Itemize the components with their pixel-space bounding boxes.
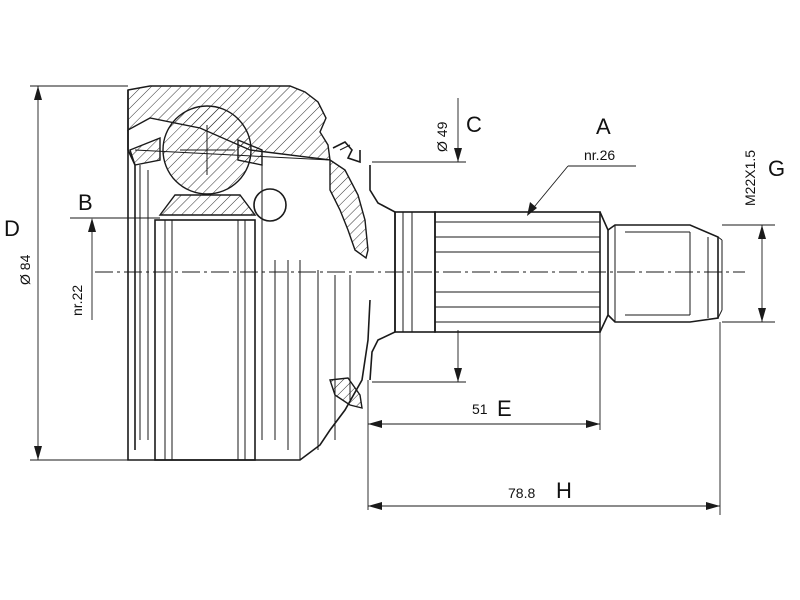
dimension-a: A nr.26 bbox=[527, 114, 636, 216]
shaft-neck bbox=[369, 165, 396, 381]
dimension-e: 51 E bbox=[367, 332, 601, 510]
label-dia-84: Ø 84 bbox=[17, 254, 33, 285]
threaded-end bbox=[607, 224, 723, 323]
label-h: H bbox=[556, 478, 572, 503]
label-dia-49: Ø 49 bbox=[434, 121, 450, 152]
label-nr-26: nr.26 bbox=[584, 147, 615, 163]
dimension-d: D Ø 84 bbox=[4, 85, 128, 461]
label-d: D bbox=[4, 216, 20, 241]
dimension-g: M22X1.5 G bbox=[722, 150, 785, 323]
label-b: B bbox=[78, 190, 93, 215]
dimension-c: Ø 49 C bbox=[372, 98, 482, 383]
inner-race bbox=[139, 165, 289, 461]
abs-ring bbox=[332, 141, 361, 164]
ball-cage bbox=[129, 105, 287, 222]
label-78-8: 78.8 bbox=[508, 485, 535, 501]
label-a: A bbox=[596, 114, 611, 139]
label-nr-22: nr.22 bbox=[69, 285, 85, 316]
label-g: G bbox=[768, 156, 785, 181]
label-e: E bbox=[497, 396, 512, 421]
dimension-h: 78.8 H bbox=[368, 322, 721, 515]
label-c: C bbox=[466, 112, 482, 137]
label-51: 51 bbox=[472, 401, 488, 417]
splined-shaft bbox=[394, 211, 609, 333]
dimension-b: B nr.22 bbox=[69, 190, 160, 320]
label-thread: M22X1.5 bbox=[742, 150, 758, 206]
